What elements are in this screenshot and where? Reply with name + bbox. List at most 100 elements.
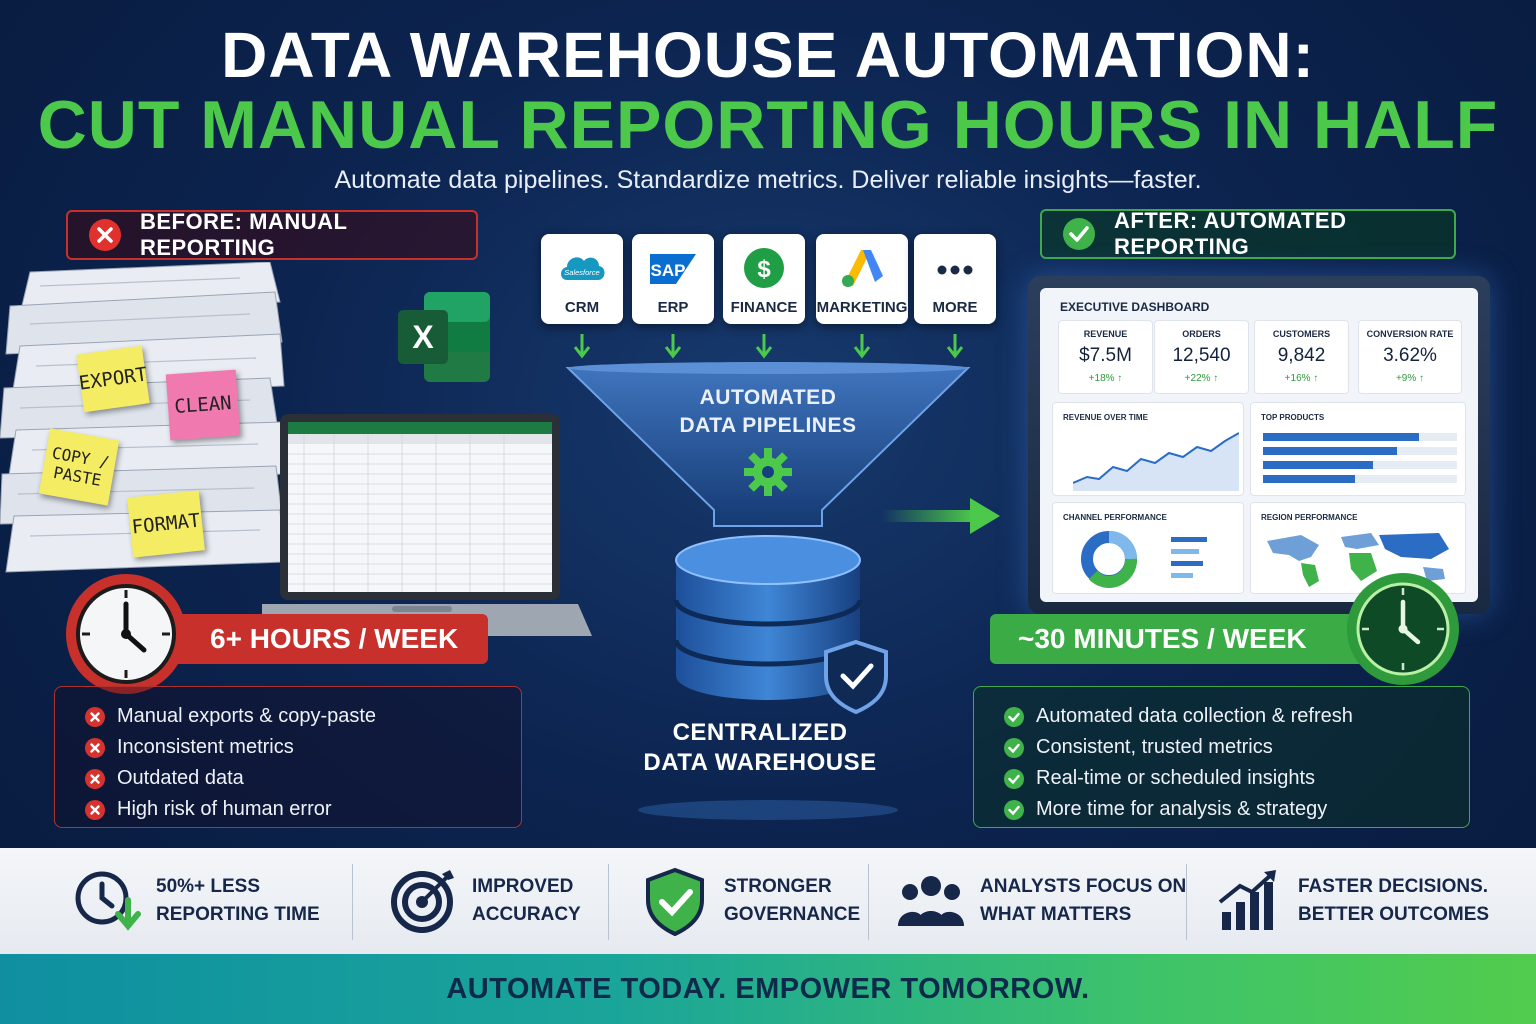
- kpi-card: ORDERS 12,540 +22% ↑: [1154, 320, 1249, 394]
- clock-before: [64, 572, 188, 696]
- sticky-note-export: EXPORT: [76, 345, 150, 413]
- arrow-down-icon: [573, 334, 591, 359]
- before-badge-label: BEFORE: MANUAL REPORTING: [140, 209, 348, 260]
- flow-arrow-icon: [882, 498, 1000, 534]
- arrow-down-icon: [853, 334, 871, 359]
- list-item: Automated data collection & refresh: [1004, 701, 1469, 732]
- after-item-text: More time for analysis & strategy: [1036, 798, 1328, 820]
- footer-tagline: AUTOMATE TODAY. EMPOWER TOMORROW.: [0, 954, 1536, 1024]
- list-item: Manual exports & copy-paste: [85, 701, 521, 732]
- panel-title: CHANNEL PERFORMANCE: [1063, 513, 1167, 522]
- before-badge: BEFORE: MANUAL REPORTING: [66, 209, 478, 260]
- kpi-card: CONVERSION RATE 3.62% +9% ↑: [1358, 320, 1462, 394]
- source-label: MORE: [932, 299, 978, 316]
- source-more: MORE: [914, 234, 996, 324]
- benefit-text: FASTER DECISIONS. BETTER OUTCOMES: [1298, 876, 1490, 925]
- error-x-icon: [85, 706, 105, 727]
- benefit-less-time: 50%+ LESS REPORTING TIME: [72, 848, 320, 954]
- benefit-accuracy: IMPROVED ACCURACY: [388, 848, 581, 954]
- benefit-divider: [352, 864, 353, 940]
- panel-region-performance: REGION PERFORMANCE: [1250, 502, 1466, 594]
- kpi-delta: +16% ↑: [1284, 373, 1319, 384]
- benefits-band: 50%+ LESS REPORTING TIME IMPROVED ACCURA…: [0, 848, 1536, 954]
- list-item: High risk of human error: [85, 794, 521, 825]
- donut-chart-icon: [1081, 531, 1207, 588]
- shield-check-icon: [646, 867, 704, 936]
- check-icon: [1004, 706, 1024, 727]
- world-map-icon: [1267, 533, 1449, 587]
- growth-chart-icon: [1218, 870, 1276, 930]
- sticky-note-copy-paste: COPY / PASTE: [38, 428, 120, 506]
- pipelines-label: AUTOMATED DATA PIPELINES: [679, 386, 857, 437]
- salesforce-text: Salesforce: [564, 268, 599, 277]
- dashboard-title: EXECUTIVE DASHBOARD: [1060, 300, 1210, 314]
- bar-chart-icon: [1263, 433, 1457, 483]
- kpi-label: REVENUE: [1083, 329, 1128, 339]
- sticky-note-clean: CLEAN: [165, 369, 241, 441]
- funnel-database-icon: [565, 362, 971, 820]
- title-line-2: CUT MANUAL REPORTING HOURS IN HALF: [37, 87, 1499, 163]
- before-item-text: Outdated data: [117, 767, 244, 789]
- kpi-delta: +18% ↑: [1088, 373, 1123, 384]
- dollar-sign: $: [757, 256, 771, 283]
- after-benefits-list: Automated data collection & refresh Cons…: [973, 686, 1470, 828]
- hours-after-bar: ~30 MINUTES / WEEK: [990, 614, 1390, 664]
- excel-logo: X: [398, 292, 490, 382]
- google-ads-icon: [842, 250, 883, 287]
- pipeline-funnel: [560, 360, 976, 820]
- error-x-icon: [85, 799, 105, 820]
- check-icon: [1004, 768, 1024, 789]
- source-finance: $ FINANCE: [723, 234, 805, 324]
- before-issues-list: Manual exports & copy-paste Inconsistent…: [54, 686, 522, 828]
- benefit-decisions: FASTER DECISIONS. BETTER OUTCOMES: [1214, 848, 1489, 954]
- benefit-text: IMPROVED ACCURACY: [472, 876, 581, 925]
- panel-title: TOP PRODUCTS: [1261, 413, 1325, 422]
- list-item: Outdated data: [85, 763, 521, 794]
- clock-after: [1346, 572, 1460, 686]
- kpi-delta: +9% ↑: [1395, 373, 1425, 384]
- clock-icon: [1347, 573, 1459, 685]
- check-icon: [1004, 799, 1024, 820]
- clock-icon: [66, 574, 186, 694]
- list-item: Consistent, trusted metrics: [1004, 732, 1469, 763]
- clock-down-icon: [75, 871, 141, 931]
- more-dots-icon: [937, 265, 973, 275]
- hours-before-bar: 6+ HOURS / WEEK: [150, 614, 488, 664]
- source-label: ERP: [657, 299, 689, 316]
- dollar-icon: $: [744, 248, 784, 288]
- panel-title: REGION PERFORMANCE: [1261, 513, 1358, 522]
- line-chart-icon: [1073, 432, 1239, 491]
- benefit-text: ANALYSTS FOCUS ON WHAT MATTERS: [980, 876, 1187, 925]
- excel-icon: X: [398, 292, 490, 382]
- sap-text: SAP: [651, 261, 686, 280]
- after-item-text: Automated data collection & refresh: [1036, 705, 1353, 727]
- after-item-text: Real-time or scheduled insights: [1036, 767, 1316, 789]
- team-icon: [898, 876, 964, 926]
- source-label: MARKETING: [816, 299, 908, 316]
- kpi-label: ORDERS: [1182, 329, 1221, 339]
- arrow-down-icon: [946, 334, 964, 359]
- kpi-label: CONVERSION RATE: [1366, 329, 1454, 339]
- benefit-governance: STRONGER GOVERNANCE: [640, 848, 860, 954]
- benefit-divider: [1186, 864, 1187, 940]
- source-label: CRM: [564, 299, 600, 316]
- error-x-icon: [85, 737, 105, 758]
- excel-letter: X: [412, 319, 434, 355]
- arrow-down-icon: [664, 334, 682, 359]
- list-item: Real-time or scheduled insights: [1004, 763, 1469, 794]
- panel-title: REVENUE OVER TIME: [1063, 413, 1148, 422]
- subtitle: Automate data pipelines. Standardize met…: [334, 166, 1202, 194]
- after-badge-label: AFTER: AUTOMATED REPORTING: [1114, 208, 1347, 259]
- check-icon: [1004, 737, 1024, 758]
- kpi-value: 3.62%: [1383, 345, 1437, 366]
- sap-icon: SAP: [650, 254, 696, 284]
- source-marketing: MARKETING: [816, 234, 908, 324]
- source-erp: SAP ERP: [632, 234, 714, 324]
- benefit-divider: [868, 864, 869, 940]
- executive-dashboard: EXECUTIVE DASHBOARD REVENUE $7.5M +18% ↑…: [1040, 288, 1478, 602]
- salesforce-cloud-icon: Salesforce: [561, 257, 605, 280]
- source-crm: Salesforce CRM: [541, 234, 623, 324]
- source-label: FINANCE: [730, 299, 798, 316]
- warehouse-label: CENTRALIZED DATA WAREHOUSE: [643, 719, 877, 776]
- error-x-icon: [85, 768, 105, 789]
